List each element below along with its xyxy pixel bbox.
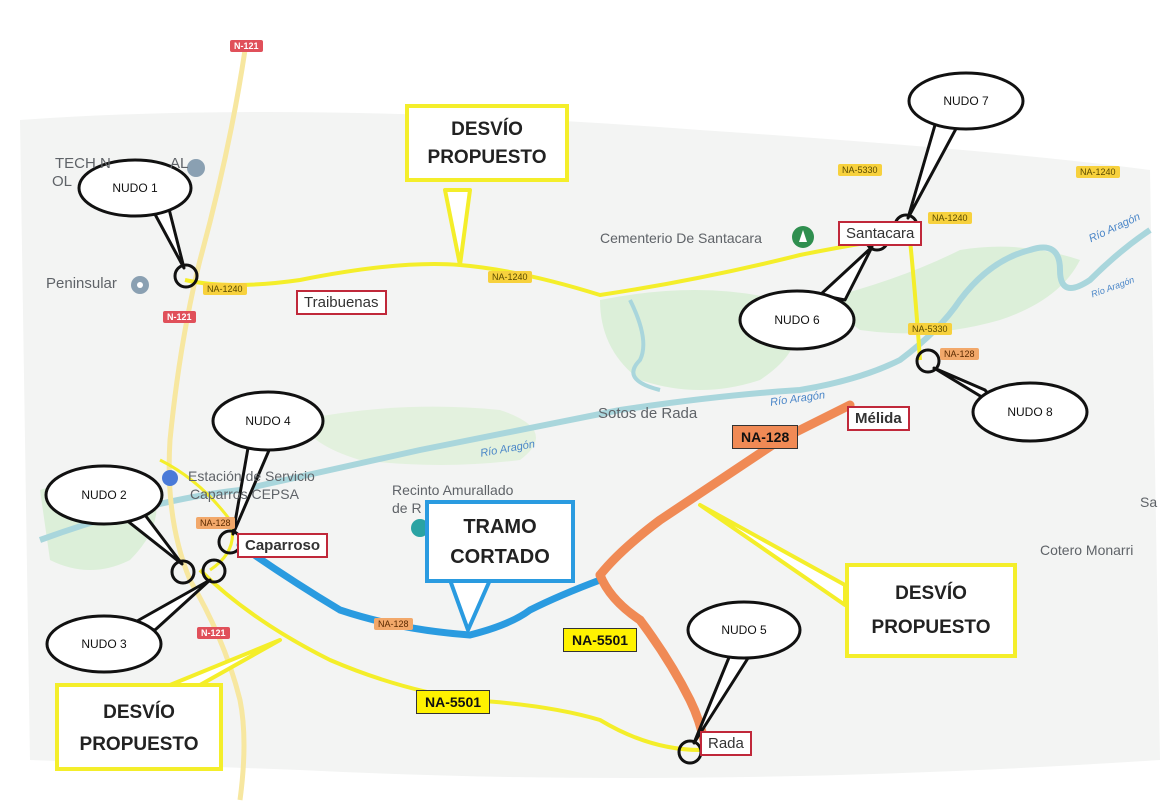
place-label-cepsa: Caparros CEPSA — [190, 486, 299, 502]
road-shield-n121: N-121 — [197, 627, 230, 639]
road-shield-n121: N-121 — [163, 311, 196, 323]
nudo-6-callout — [738, 245, 874, 351]
route-na128 — [595, 400, 855, 580]
cemetery-pin-icon — [792, 226, 814, 248]
road-shield-n121: N-121 — [230, 40, 263, 52]
desvio-label: DESVÍO — [451, 119, 523, 140]
desvio-propuesto-box-top: DESVÍO PROPUESTO — [405, 104, 569, 182]
place-label-estacion: Estación de Servicio — [188, 468, 315, 484]
nudo-7-callout — [906, 71, 1025, 220]
place-label-cementerio: Cementerio De Santacara — [600, 230, 762, 246]
nudo-8-callout — [932, 366, 1089, 443]
river-meander — [628, 299, 661, 392]
nudo-4-callout — [211, 390, 325, 536]
nudo-4-label: NUDO 4 — [245, 414, 291, 428]
propuesto-label: PROPUESTO — [871, 617, 991, 638]
desvio-top-pointer — [443, 188, 472, 267]
road-shield-na128: NA-128 — [196, 517, 235, 529]
route-tag-na5501: NA-5501 — [416, 690, 491, 714]
place-label-sotos-de-rada: Sotos de Rada — [598, 405, 698, 422]
place-label-tech: TECH N — [55, 155, 111, 172]
nudo-2-callout — [44, 464, 184, 566]
place-label-tech-end: AL — [170, 155, 189, 172]
vegetation-area — [820, 246, 1080, 334]
propuesto-label: PROPUESTO — [427, 147, 547, 168]
place-pin-icon — [131, 276, 149, 294]
nudo-8-label: NUDO 8 — [1007, 405, 1053, 419]
desvio-propuesto-box-right: DESVÍO PROPUESTO — [845, 563, 1017, 658]
nudo-1-callout — [77, 158, 193, 270]
route-na5501 — [595, 570, 710, 750]
road-shield-na128: NA-128 — [940, 348, 979, 360]
nudo-8-marker[interactable] — [915, 348, 941, 374]
place-label-olo: OL — [52, 173, 73, 190]
nudo-7-label: NUDO 7 — [943, 94, 989, 108]
nudo-6-label: NUDO 6 — [774, 313, 820, 327]
nudo-5-callout — [686, 600, 802, 745]
tramo-cortado-box: TRAMO CORTADO — [425, 500, 575, 583]
town-santacara[interactable]: Santacara — [838, 221, 923, 246]
cortado-label: CORTADO — [450, 546, 550, 568]
place-label-cotero: Cotero Monarri — [1040, 542, 1134, 558]
place-label-peninsular: Peninsular — [46, 275, 117, 292]
desvio-propuesto-box-bottom: DESVÍO PROPUESTO — [55, 683, 223, 771]
closed-section-na128 — [236, 541, 604, 639]
nudo-3-label: NUDO 3 — [81, 637, 127, 651]
nudo-2-label: NUDO 2 — [81, 488, 127, 502]
road-shield-na1240: NA-1240 — [1076, 166, 1120, 178]
road-shield-na5330: NA-5330 — [908, 323, 952, 335]
nudo-2-marker[interactable] — [170, 559, 196, 585]
nudo-1-label: NUDO 1 — [112, 181, 158, 195]
town-caparroso[interactable]: Caparroso — [237, 533, 329, 558]
tramo-label: TRAMO — [463, 516, 537, 538]
road-shield-na5330: NA-5330 — [838, 164, 882, 176]
river-aragon — [38, 227, 1152, 543]
route-tag-na128: NA-128 — [732, 425, 799, 449]
monument-pin-icon — [411, 519, 429, 537]
place-label-recinto: Recinto Amurallado — [392, 482, 514, 498]
fuel-pin-icon — [162, 470, 178, 486]
town-rada[interactable]: Rada — [700, 731, 752, 756]
town-melida[interactable]: Mélida — [847, 406, 910, 431]
nudo-1-marker[interactable] — [173, 263, 199, 289]
desvio-label: DESVÍO — [103, 702, 175, 723]
vegetation-area — [300, 406, 536, 465]
propuesto-label: PROPUESTO — [79, 734, 199, 755]
desvio-label: DESVÍO — [895, 583, 967, 604]
place-label-recinto-b: de R — [392, 500, 422, 516]
place-label-edge: Sa — [1140, 494, 1158, 510]
road-shield-na1240: NA-1240 — [928, 212, 972, 224]
monument-pin-icon — [187, 159, 205, 177]
route-tag-na5501: NA-5501 — [563, 628, 638, 652]
road-shield-na1240: NA-1240 — [203, 283, 247, 295]
nudo-3-callout — [45, 578, 212, 674]
road-shield-na128: NA-128 — [374, 618, 413, 630]
town-traibuenas[interactable]: Traibuenas — [296, 290, 387, 315]
road-shield-na1240: NA-1240 — [488, 271, 532, 283]
nudo-5-label: NUDO 5 — [721, 623, 767, 637]
nudo-3-marker[interactable] — [201, 558, 227, 584]
